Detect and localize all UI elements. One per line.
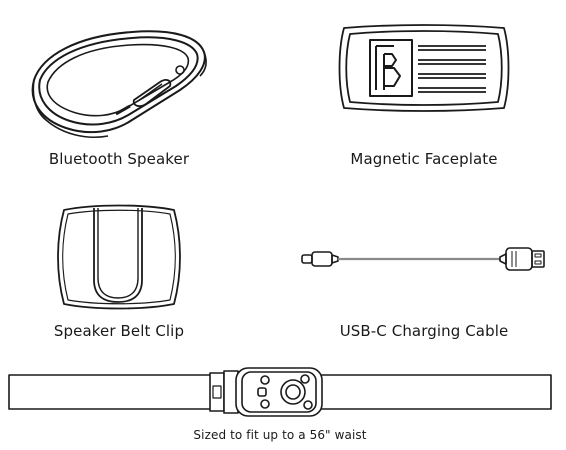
caption-usb-c-charging-cable: USB-C Charging Cable <box>339 322 509 340</box>
caption-belt-size: Sized to fit up to a 56" waist <box>193 428 367 442</box>
belt-clip-icon <box>57 204 181 310</box>
usb-c-cable-icon <box>301 247 545 271</box>
magnetic-faceplate-icon <box>338 24 510 112</box>
caption-bluetooth-speaker: Bluetooth Speaker <box>48 150 190 168</box>
caption-speaker-belt-clip: Speaker Belt Clip <box>53 322 185 340</box>
bluetooth-speaker-icon <box>31 30 207 139</box>
belt-icon <box>8 367 552 417</box>
caption-magnetic-faceplate: Magnetic Faceplate <box>350 150 498 168</box>
